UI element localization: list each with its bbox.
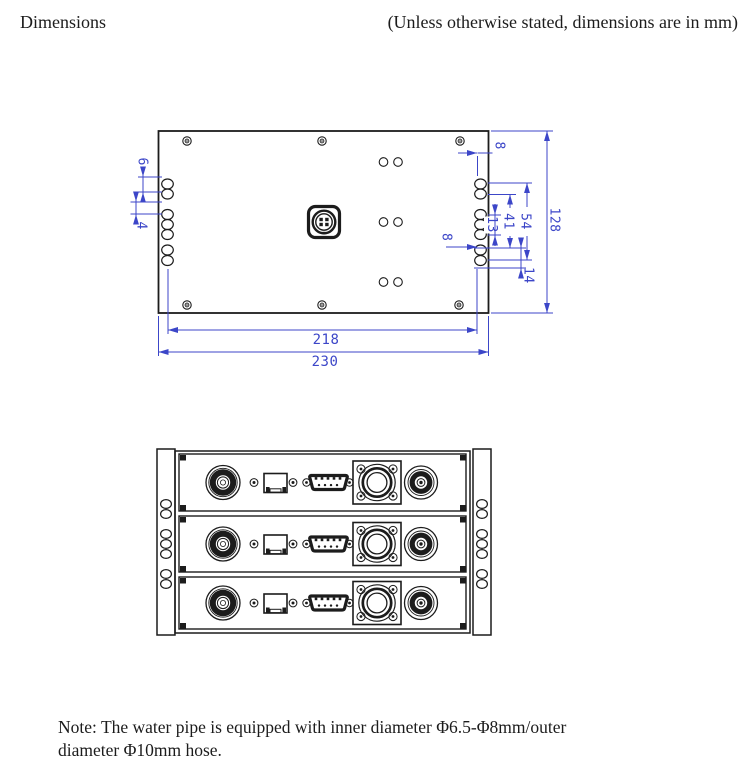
- dim-label-230: 230: [312, 354, 339, 370]
- ear-slots-right: [476, 499, 488, 590]
- front-row-3-connectors: [206, 582, 438, 625]
- front-row-outlines: [178, 453, 467, 630]
- dim-label-41: 41: [501, 213, 516, 230]
- dim-label-8-bottom: 8: [439, 233, 454, 241]
- front-view-drawing: [156, 448, 492, 636]
- panel-screws: [182, 136, 465, 310]
- dim-label-13: 13: [484, 216, 499, 233]
- dim-label-8-top: 8: [492, 142, 507, 150]
- dimension-6: 6: [135, 158, 162, 203]
- front-row-1-connectors: [206, 461, 438, 504]
- dim-label-6: 6: [135, 158, 150, 166]
- dimension-54: 54: [488, 182, 533, 261]
- hose-note: Note: The water pipe is equipped with in…: [58, 716, 718, 761]
- dim-label-4: 4: [134, 222, 149, 230]
- dimension-230: 230: [158, 316, 489, 370]
- dimension-4: 4: [130, 191, 162, 230]
- hose-note-line2: diameter Φ10mm hose.: [58, 739, 222, 760]
- mounting-slots-left: [161, 178, 174, 267]
- units-note: (Unless otherwise stated, dimensions are…: [387, 12, 738, 32]
- dimension-41: 41: [488, 194, 516, 249]
- dim-label-54: 54: [518, 213, 533, 230]
- top-view-drawing: 218 230 128 54: [130, 130, 562, 370]
- front-row-2-connectors: [206, 523, 438, 566]
- top-view-outline: [157, 130, 490, 314]
- front-body-outline: [174, 450, 471, 634]
- dimension-128: 128: [491, 130, 562, 314]
- page-title: Dimensions: [20, 12, 107, 32]
- dim-label-14: 14: [521, 267, 536, 284]
- dim-label-218: 218: [313, 332, 340, 348]
- dimension-8-bottom: 8: [439, 233, 478, 250]
- row-corner-tabs: [180, 455, 466, 629]
- dim-label-128: 128: [547, 208, 562, 233]
- hose-note-line1: Note: The water pipe is equipped with in…: [58, 717, 567, 737]
- through-hole-pairs: [378, 157, 403, 287]
- dimension-218: 218: [167, 269, 478, 348]
- dimension-13: 13: [484, 204, 501, 246]
- ear-slots-left: [160, 499, 172, 590]
- rack-ear-right: [472, 448, 492, 636]
- central-circular-connector: [306, 204, 342, 240]
- dimension-8-top: 8: [458, 142, 507, 176]
- dimension-14: 14: [474, 237, 536, 284]
- rack-ear-left: [156, 448, 176, 636]
